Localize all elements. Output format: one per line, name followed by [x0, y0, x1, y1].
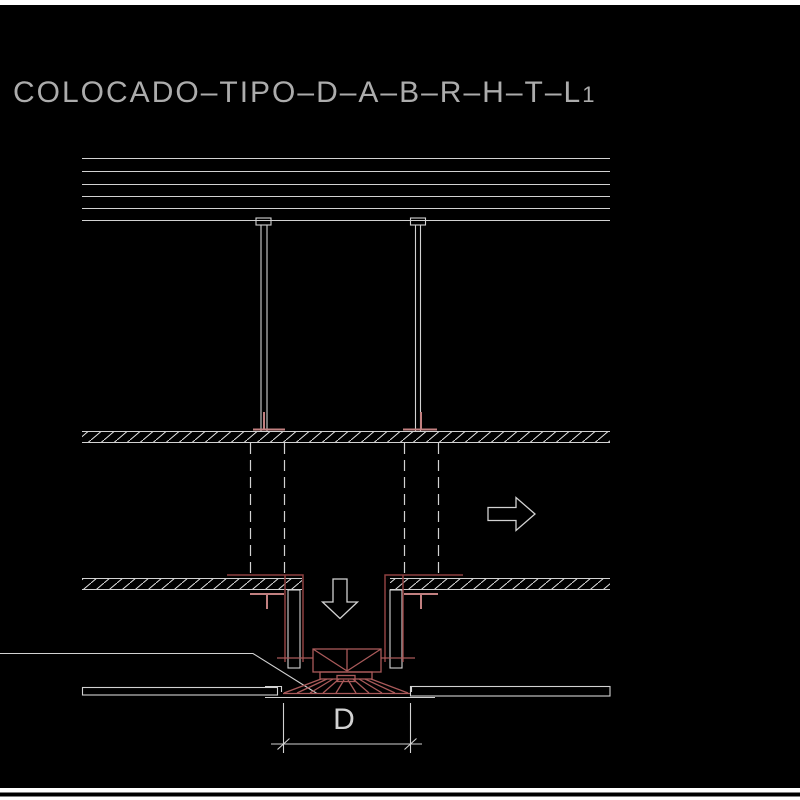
diffuser-collar [319, 671, 373, 680]
board-edge-step-right [410, 685, 428, 692]
opening-edge-strip-left [287, 589, 301, 669]
dimension-tick-right [404, 738, 417, 750]
ceiling-board-left [81, 685, 283, 696]
dimension-D: D [271, 703, 422, 753]
ceiling-plane-line [0, 652, 318, 694]
airflow-right-icon [487, 496, 536, 532]
drawing-title-suffix: 1 [582, 82, 596, 107]
hanger-rod-left [255, 217, 272, 431]
drawing-title: COLOCADO–TIPO–D–A–B–R–H–T–L1 [13, 76, 595, 110]
diffuser-vanes-right [347, 678, 409, 694]
drawing-title-main: COLOCADO–TIPO–D–A–B–R–H–T–L [13, 76, 583, 109]
ceiling-support-bracket-left [250, 593, 284, 609]
insulation-jacket-right [384, 574, 463, 662]
upper-ceiling-band [82, 430, 610, 444]
sheet-frame-top [0, 0, 800, 5]
dimension-label: D [333, 703, 355, 736]
diffuser-hub [336, 674, 356, 683]
diffuser-assembly [277, 648, 415, 695]
insulation-jacket-left [227, 574, 304, 662]
lower-ceiling-right [389, 577, 610, 669]
ceiling-board-right [409, 685, 611, 697]
sheet-frame-bottom-line [0, 792, 800, 797]
dimension-tick-left [277, 738, 290, 750]
lower-ceiling-left [82, 577, 302, 669]
ceiling-support-bracket-right [404, 593, 438, 609]
airflow-down-icon [320, 578, 360, 620]
rod-anchor-plate [255, 217, 272, 226]
rod-anchor-plate [409, 217, 427, 226]
diffuser-vanes-left [283, 678, 345, 694]
hanger-rod-right [409, 217, 427, 431]
floor-slab-lines [82, 157, 610, 222]
opening-edge-strip-right [389, 589, 403, 669]
board-edge-step-left [265, 685, 283, 692]
duct-drop-dashed-lines [249, 443, 440, 576]
diffuser-cone-diagonals [312, 648, 382, 672]
rod-fixing-bracket-right [403, 412, 437, 431]
rod-fixing-bracket-left [253, 412, 285, 431]
